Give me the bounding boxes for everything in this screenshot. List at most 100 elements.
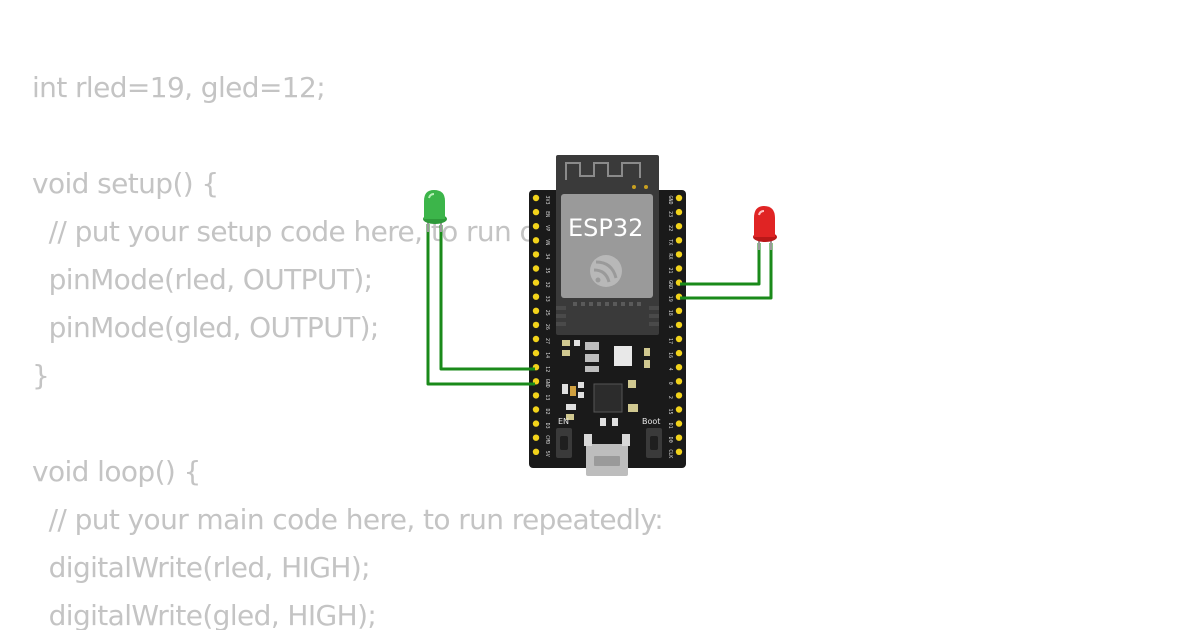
led-body (424, 190, 445, 219)
pin-pad[interactable] (532, 448, 540, 455)
module-pads (573, 302, 641, 306)
pin-pad[interactable] (532, 335, 540, 343)
pin-pad[interactable] (532, 194, 540, 202)
pin-label: 33 (544, 296, 550, 302)
pin-label: TX (667, 239, 673, 245)
pin-label: 14 (544, 352, 550, 358)
pin-label: 26 (544, 324, 550, 330)
en-label: EN (558, 417, 569, 426)
wires (426, 224, 773, 386)
pin-pad[interactable] (532, 321, 540, 329)
led-shine (428, 193, 435, 199)
pin-pad[interactable] (675, 448, 683, 455)
pin-label: 0 (667, 382, 673, 385)
pin-pad[interactable] (675, 392, 683, 399)
pin-pad[interactable] (532, 223, 540, 230)
pin-label: 32 (544, 282, 550, 288)
code-editor[interactable]: int rled=19, gled=12; void setup() { // p… (32, 64, 1192, 630)
pin-pad[interactable] (532, 279, 540, 286)
pin-pad[interactable] (675, 321, 683, 329)
antenna-trace (565, 162, 641, 180)
pin-label: VP (544, 225, 550, 231)
pin-label: 23 (667, 211, 673, 217)
pin-pad[interactable] (675, 237, 683, 244)
pin-pad[interactable] (675, 251, 683, 258)
pin-label: 15 (667, 408, 673, 414)
pin-pad[interactable] (532, 265, 540, 272)
pin-pad[interactable] (675, 335, 683, 343)
pin-label: 35 (544, 267, 550, 273)
pin-label: 21 (667, 267, 673, 273)
pin-label: 4 (667, 368, 673, 371)
pin-label: 5 (667, 325, 673, 328)
pin-pad[interactable] (675, 378, 683, 385)
code-line[interactable]: void setup() { (32, 167, 219, 200)
pin-pad[interactable] (675, 434, 683, 441)
code-line[interactable]: int rled=19, gled=12; (32, 71, 326, 104)
pin-pad[interactable] (532, 420, 540, 427)
code-line[interactable]: digitalWrite(gled, HIGH); (32, 599, 377, 630)
pin-pad[interactable] (675, 307, 683, 314)
pin-label: D3 (544, 423, 550, 429)
pin-label: RX (667, 253, 673, 259)
code-line[interactable]: } (32, 359, 50, 392)
pin-label: D2 (544, 408, 550, 414)
boot-label: Boot (642, 417, 660, 426)
antenna-pad (644, 185, 648, 189)
red-led[interactable] (753, 206, 777, 250)
pin-label: 12 (544, 366, 550, 372)
green-led[interactable] (423, 190, 447, 232)
code-line[interactable]: pinMode(rled, OUTPUT); (32, 263, 373, 296)
code-line[interactable]: digitalWrite(rled, HIGH); (32, 551, 371, 584)
pin-label: 22 (667, 225, 673, 231)
chip-label: ESP32 (568, 214, 643, 242)
pin-pad[interactable] (532, 392, 540, 399)
pin-pad[interactable] (675, 208, 683, 216)
usb-port-opening (594, 456, 620, 466)
pin-pad[interactable] (532, 251, 540, 258)
pin-label: D1 (667, 423, 673, 429)
pin-label: GND (667, 280, 673, 289)
antenna-pad (632, 185, 636, 189)
pin-label: 25 (544, 310, 550, 316)
wire-green-led-cathode[interactable] (426, 224, 535, 386)
pin-label: 2 (667, 396, 673, 399)
pin-pad[interactable] (532, 208, 540, 216)
pin-pad[interactable] (675, 349, 683, 357)
pin-pad[interactable] (675, 364, 683, 371)
chip-shield (561, 194, 653, 298)
pin-pad[interactable] (532, 349, 540, 357)
pin-pad[interactable] (675, 265, 683, 272)
pin-label: EN (544, 211, 550, 217)
code-line[interactable]: // put your main code here, to run repea… (32, 503, 664, 536)
pin-pad[interactable] (675, 194, 683, 202)
wire-red-led-cathode[interactable] (680, 243, 773, 300)
esp32-board[interactable]: ESP32 (529, 155, 686, 476)
pin-label: 5V (544, 451, 550, 457)
pin-label: 27 (544, 338, 550, 344)
code-line[interactable]: void loop() { (32, 455, 201, 488)
pin-label: CMD (544, 435, 550, 444)
usb-tab (584, 434, 592, 446)
pin-pad[interactable] (532, 406, 540, 413)
module-side-pads (556, 306, 659, 326)
board-components (562, 340, 650, 426)
pin-pad[interactable] (532, 307, 540, 314)
code-line[interactable]: pinMode(gled, OUTPUT); (32, 311, 380, 344)
pin-pad[interactable] (675, 420, 683, 427)
led-shine (758, 210, 765, 216)
pin-label: GND (544, 379, 550, 388)
espressif-logo-icon (590, 255, 622, 287)
boot-button-cap (650, 436, 658, 450)
pin-pad[interactable] (675, 406, 683, 413)
wire-green-led-anode[interactable] (439, 225, 535, 371)
pin-pad[interactable] (532, 434, 540, 441)
en-button-cap (560, 436, 568, 450)
pin-pad[interactable] (675, 223, 683, 230)
pin-pad[interactable] (532, 293, 540, 300)
pin-pad[interactable] (532, 237, 540, 244)
pin-label: GND (667, 195, 673, 204)
pin-label: CLK (667, 449, 673, 458)
wire-red-led-anode[interactable] (680, 243, 761, 286)
